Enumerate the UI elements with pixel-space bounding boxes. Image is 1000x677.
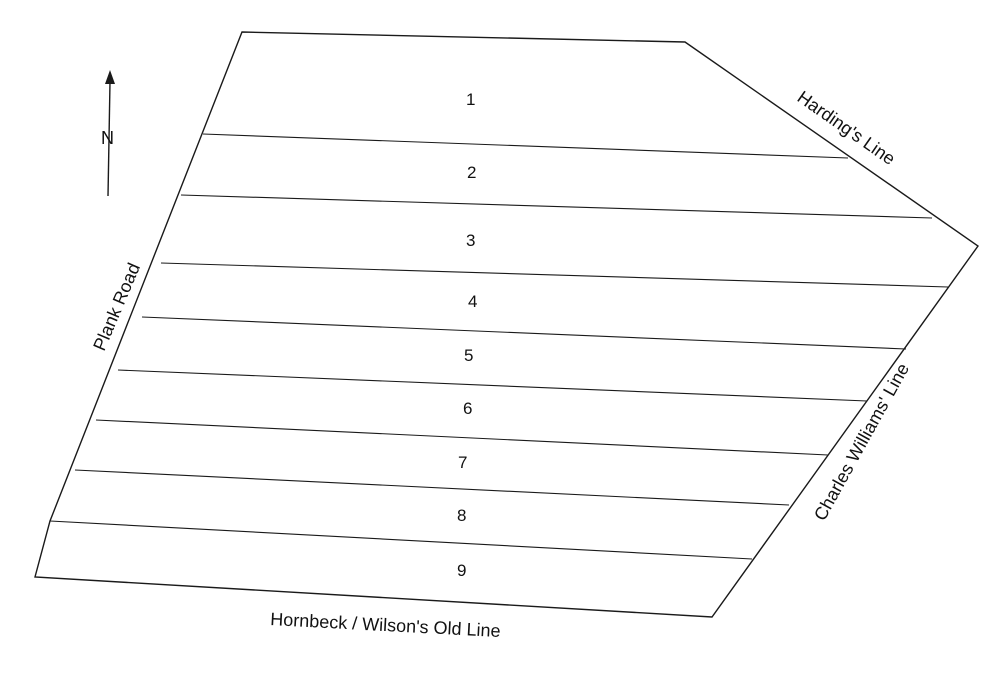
hornbeck-wilsons-old-line-label: Hornbeck / Wilson's Old Line <box>270 609 501 641</box>
north-arrow-shaft <box>107 81 111 197</box>
lot-label-3: 3 <box>466 231 475 250</box>
lot-label-6: 6 <box>463 399 472 418</box>
lot-divider-2 <box>180 194 933 219</box>
lot-divider-5 <box>117 369 868 402</box>
lot-label-5: 5 <box>464 346 473 365</box>
lot-divider-4 <box>141 316 907 350</box>
lot-label-9: 9 <box>457 561 466 580</box>
lot-dividers <box>49 133 949 560</box>
lot-label-4: 4 <box>468 292 477 311</box>
north-arrow: N <box>101 70 115 197</box>
lot-labels: 1 2 3 4 5 6 7 8 9 <box>457 90 477 580</box>
lot-divider-3 <box>160 262 949 288</box>
charles-williams-line-label: Charles Williams' Line <box>810 360 913 524</box>
lot-label-8: 8 <box>457 506 466 525</box>
lot-label-1: 1 <box>466 90 475 109</box>
north-arrow-head-icon <box>105 70 115 84</box>
lot-divider-1 <box>202 133 849 159</box>
lot-divider-6 <box>95 419 829 456</box>
lot-divider-8 <box>49 520 753 560</box>
plank-road-label: Plank Road <box>89 260 144 353</box>
north-label: N <box>101 128 114 148</box>
lot-divider-7 <box>74 469 790 506</box>
lot-label-7: 7 <box>458 453 467 472</box>
lot-label-2: 2 <box>467 163 476 182</box>
